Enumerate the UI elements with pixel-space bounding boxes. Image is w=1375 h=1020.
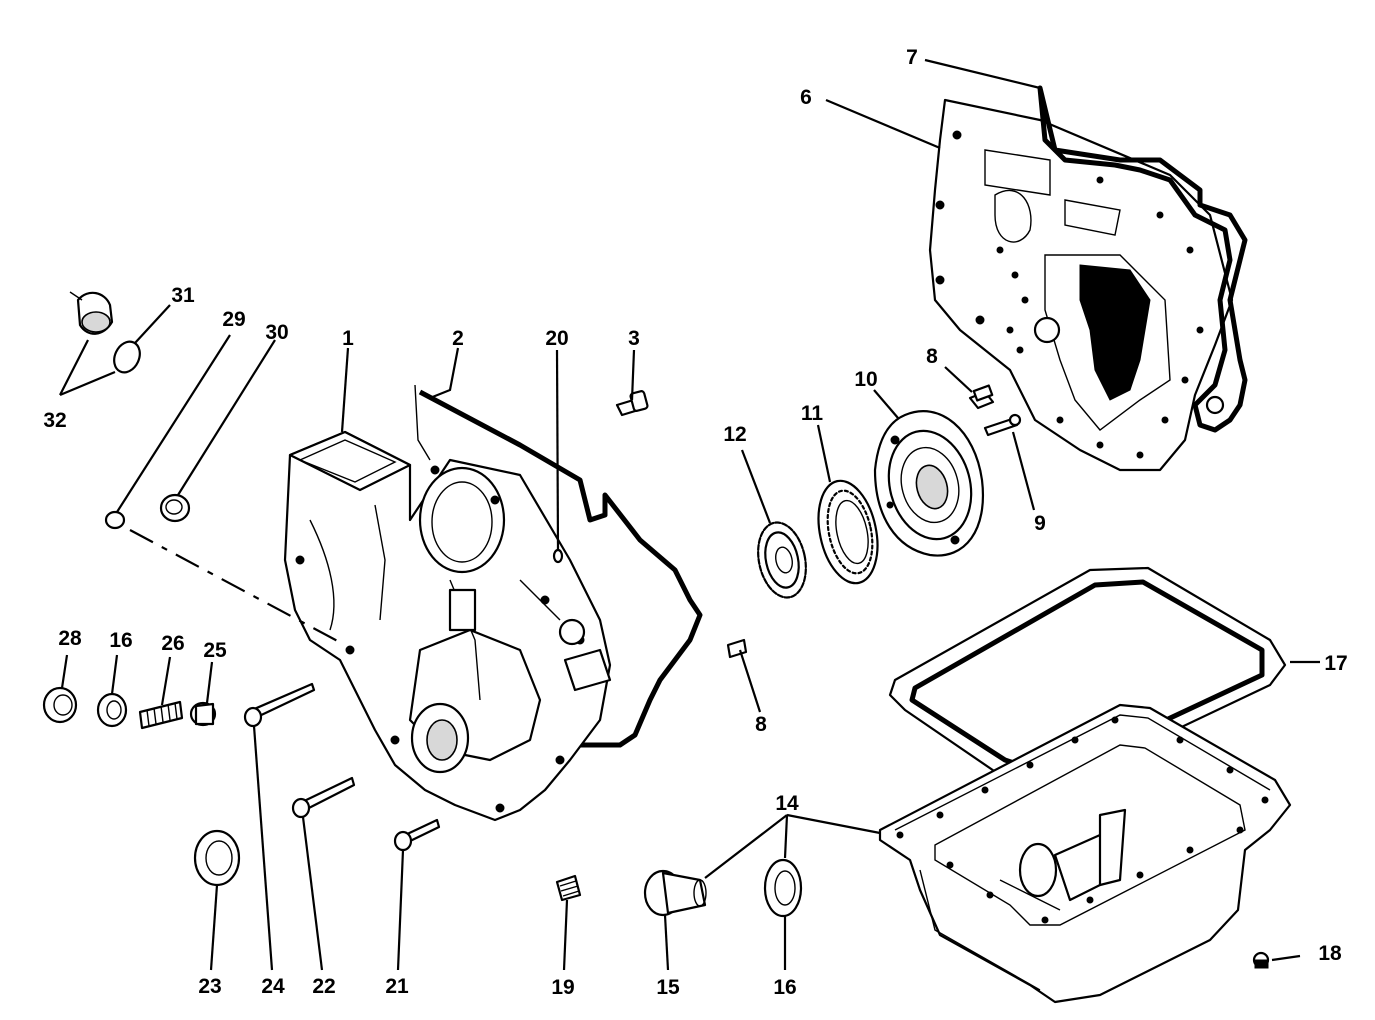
callout-30: 30 — [265, 321, 288, 344]
callout-31: 31 — [171, 284, 195, 307]
front-timing-cover — [283, 430, 612, 822]
callout-20: 20 — [545, 327, 568, 350]
callout-labels: 1 2 20 3 6 7 8 9 10 11 12 8 17 18 14 15 … — [43, 46, 1347, 999]
callout-15: 15 — [656, 976, 680, 999]
drain-plug — [643, 869, 707, 917]
plug-29 — [104, 510, 126, 530]
callout-19: 19 — [551, 976, 574, 999]
pump-screws — [726, 384, 1022, 659]
bolt-3 — [615, 390, 649, 417]
callout-7: 7 — [906, 46, 918, 69]
callout-32: 32 — [43, 409, 66, 432]
callout-10: 10 — [854, 368, 877, 391]
callout-16-bottom: 16 — [773, 976, 796, 999]
callout-28: 28 — [58, 627, 82, 650]
oil-filler-cap — [69, 291, 114, 335]
callout-16-left: 16 — [109, 629, 132, 652]
insert-19 — [555, 874, 582, 902]
callout-29: 29 — [222, 308, 245, 331]
engine-plate — [928, 98, 1234, 472]
spring-26 — [138, 700, 184, 730]
cap-28 — [42, 686, 78, 724]
o-ring-20 — [552, 548, 564, 564]
pump-drive-gear — [757, 521, 807, 599]
bolt-22 — [291, 776, 356, 819]
oil-pump-housing — [873, 410, 985, 557]
pump-outer-rotor — [817, 479, 879, 585]
callout-8-upper: 8 — [926, 345, 938, 368]
callout-21: 21 — [385, 975, 409, 998]
washer-16-left — [96, 692, 128, 728]
bolt-21 — [393, 818, 441, 852]
callout-3: 3 — [628, 327, 640, 350]
leader-lines — [59, 58, 1320, 971]
callout-6: 6 — [800, 86, 812, 109]
callout-25: 25 — [203, 639, 227, 662]
callout-26: 26 — [161, 632, 184, 655]
callout-12: 12 — [723, 423, 746, 446]
drain-plug-washer — [763, 858, 803, 918]
callout-2: 2 — [452, 327, 464, 350]
callout-18: 18 — [1318, 942, 1342, 965]
seal-23 — [193, 829, 241, 887]
callout-14: 14 — [775, 792, 799, 815]
bolt-24 — [243, 682, 316, 728]
plunger-25 — [189, 701, 217, 727]
sleeve-30 — [159, 493, 191, 523]
callout-23: 23 — [198, 975, 221, 998]
o-ring-31 — [113, 340, 141, 374]
callout-11: 11 — [801, 402, 824, 425]
bolt-18 — [1252, 951, 1270, 969]
assembly-centerline — [129, 529, 346, 646]
oil-pan — [878, 703, 1292, 1004]
callout-9: 9 — [1034, 512, 1046, 535]
callout-1: 1 — [342, 327, 354, 350]
callout-24: 24 — [261, 975, 285, 998]
callout-22: 22 — [312, 975, 335, 998]
callout-17: 17 — [1324, 652, 1347, 675]
callout-8-lower: 8 — [755, 713, 767, 736]
front-cover-gasket — [414, 384, 703, 748]
plate-gasket — [1037, 85, 1248, 433]
